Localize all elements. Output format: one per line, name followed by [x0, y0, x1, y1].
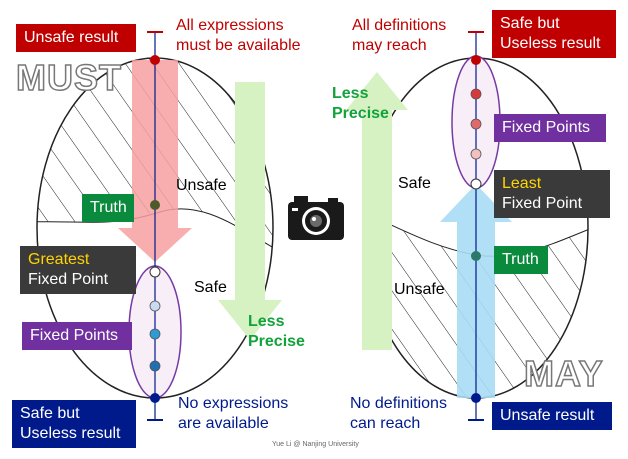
- may-safe-useless-line-2: Useless result: [500, 35, 601, 52]
- may-safe-region-label: Safe: [398, 175, 431, 192]
- may-unsafe-region-label: Unsafe: [394, 281, 445, 298]
- may-top-caption: All definitions may reach: [352, 16, 446, 56]
- may-fixed-node-3: [470, 148, 482, 160]
- may-least-fixed-point-label: Fixed Point: [502, 195, 583, 212]
- must-fixed-node-3: [149, 360, 161, 372]
- may-bottom-caption-line-2: can reach: [350, 415, 421, 432]
- must-less-precise-line-2: Precise: [248, 333, 305, 350]
- must-bottom-caption-line-2: are available: [178, 415, 269, 432]
- may-top-caption-line-2: may reach: [352, 37, 427, 54]
- must-unsafe-result-label: Unsafe result: [24, 29, 119, 46]
- must-less-precise-line-1: Less: [248, 313, 285, 330]
- must-less-precise-arrow: [218, 82, 282, 340]
- may-bottom-node: [471, 393, 481, 403]
- must-top-caption-line-1: All expressions: [176, 17, 284, 34]
- may-truth-label: Truth: [502, 251, 539, 268]
- may-fixed-node-2: [470, 118, 482, 130]
- may-least-label: Least: [502, 175, 542, 192]
- must-bottom-caption-line-1: No expressions: [178, 395, 289, 412]
- may-fixed-points-box: Fixed Points: [494, 114, 606, 142]
- must-unsafe-region-label: Unsafe: [176, 177, 227, 194]
- must-top-caption: All expressions must be available: [176, 16, 301, 56]
- may-less-precise-arrow: [346, 72, 408, 350]
- may-safe-useless-box: Safe but Useless result: [492, 10, 616, 58]
- must-bottom-node: [150, 393, 160, 403]
- may-watermark: MAY: [523, 353, 604, 395]
- may-bottom-caption-line-1: No definitions: [350, 395, 447, 412]
- may-top-caption-line-1: All definitions: [352, 17, 447, 34]
- must-safe-useless-line-1: Safe but: [20, 405, 80, 422]
- camera-icon: [288, 196, 344, 240]
- must-truth-label: Truth: [90, 199, 127, 216]
- may-bottom-caption: No definitions can reach: [350, 394, 447, 434]
- may-truth-box: Truth: [494, 246, 548, 274]
- must-watermark: MUST: [15, 57, 122, 99]
- may-safe-useless-line-1: Safe but: [500, 15, 560, 32]
- may-fixed-points-label: Fixed Points: [502, 119, 591, 136]
- must-fixed-node-1: [149, 300, 161, 312]
- may-less-precise-line-2: Precise: [332, 105, 389, 122]
- must-safe-region-label: Safe: [194, 279, 227, 296]
- must-safe-useless-line-2: Useless result: [20, 425, 121, 442]
- may-truth-node: [471, 251, 481, 261]
- must-truth-node: [150, 200, 160, 210]
- must-unsafe-result-box: Unsafe result: [16, 24, 136, 52]
- may-least-node: [470, 178, 482, 190]
- may-top-node: [471, 55, 481, 65]
- must-greatest-label: Greatest: [28, 251, 90, 268]
- must-greatest-node: [149, 266, 161, 278]
- must-greatest-fixed-point-label: Fixed Point: [28, 271, 109, 288]
- must-top-node: [150, 55, 160, 65]
- must-fixed-points-box: Fixed Points: [22, 322, 132, 350]
- must-top-caption-line-2: must be available: [176, 37, 301, 54]
- must-greatest-box: Greatest Fixed Point: [20, 246, 136, 294]
- must-fixed-node-2: [149, 328, 161, 340]
- may-unsafe-result-box: Unsafe result: [492, 402, 612, 430]
- must-fixed-points-label: Fixed Points: [30, 327, 119, 344]
- may-fixed-node-1: [470, 88, 482, 100]
- footer-credit: Yue Li @ Nanjing University: [272, 441, 359, 448]
- may-unsafe-result-label: Unsafe result: [500, 407, 595, 424]
- may-less-precise-line-1: Less: [332, 85, 369, 102]
- must-bottom-caption: No expressions are available: [178, 394, 288, 434]
- must-truth-box: Truth: [82, 194, 134, 222]
- must-safe-useless-box: Safe but Useless result: [12, 400, 136, 448]
- may-least-box: Least Fixed Point: [494, 170, 610, 218]
- may-less-precise-label: Less Precise: [332, 84, 389, 124]
- must-less-precise-label: Less Precise: [248, 312, 305, 352]
